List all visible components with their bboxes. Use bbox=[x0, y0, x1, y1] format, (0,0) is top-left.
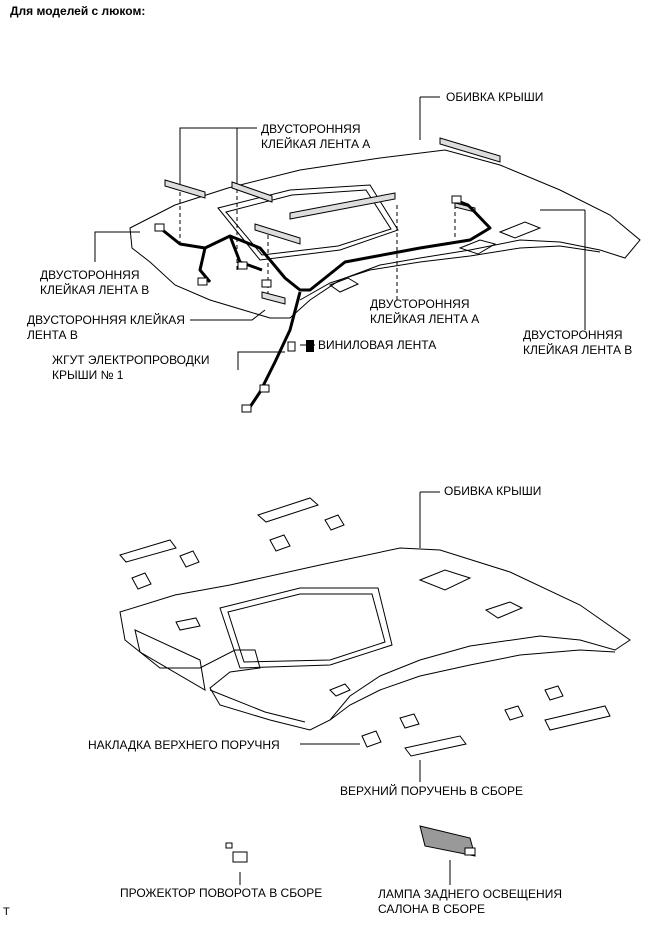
label-line: ЖГУТ ЭЛЕКТРОПРОВОДКИ bbox=[52, 353, 210, 367]
grip-cover-piece bbox=[131, 572, 152, 590]
label-line: КЛЕЙКАЯ ЛЕНТА А bbox=[370, 312, 480, 326]
room-lamp-part bbox=[419, 825, 476, 857]
label-double-tape-b-right: ДВУСТОРОННЯЯ КЛЕЙКАЯ ЛЕНТА В bbox=[523, 328, 632, 358]
label-line: КРЫШИ № 1 bbox=[52, 368, 124, 382]
label-line: КЛЕЙКАЯ ЛЕНТА В bbox=[40, 283, 150, 297]
label-line: ОБИВКА КРЫШИ bbox=[446, 90, 544, 104]
tape-strip-a4 bbox=[254, 223, 301, 245]
headliner-outline-lower bbox=[119, 547, 631, 731]
label-line: НАКЛАДКА ВЕРХНЕГО ПОРУЧНЯ bbox=[88, 738, 280, 752]
vinyl-tape-piece bbox=[306, 340, 314, 352]
tape-strip-top bbox=[439, 137, 501, 163]
label-line: ДВУСТОРОННЯЯ bbox=[261, 122, 361, 136]
label-double-tape-b-left: ДВУСТОРОННЯЯ КЛЕЙКАЯ ЛЕНТА В bbox=[40, 268, 149, 298]
connector bbox=[287, 341, 296, 352]
assist-grip bbox=[119, 539, 177, 563]
label-roof-harness: ЖГУТ ЭЛЕКТРОПРОВОДКИ КРЫШИ № 1 bbox=[52, 353, 209, 383]
grip-cover-piece bbox=[269, 534, 291, 552]
label-line: ДВУСТОРОННЯЯ bbox=[370, 297, 470, 311]
label-double-tape-b-left2: ДВУСТОРОННЯЯ КЛЕЙКАЯ ЛЕНТА В bbox=[27, 313, 185, 343]
label-vinyl-tape: ВИНИЛОВАЯ ЛЕНТА bbox=[318, 338, 436, 353]
label-line: ДВУСТОРОННЯЯ КЛЕЙКАЯ bbox=[27, 313, 185, 327]
grip-cover-piece bbox=[544, 685, 564, 701]
grip-cover-piece bbox=[324, 514, 345, 531]
label-line: ЛЕНТА В bbox=[27, 328, 78, 342]
label-line: ОБИВКА КРЫШИ bbox=[444, 484, 542, 498]
connector bbox=[237, 261, 248, 270]
connector bbox=[261, 279, 272, 288]
label-line: КЛЕЙКАЯ ЛЕНТА В bbox=[523, 343, 633, 357]
spot-lamp-part bbox=[232, 851, 248, 863]
label-roof-trim-lower: ОБИВКА КРЫШИ bbox=[444, 484, 541, 499]
label-line: ВЕРХНИЙ ПОРУЧЕНЬ В СБОРЕ bbox=[340, 784, 524, 798]
roof-harness-drop bbox=[246, 291, 302, 411]
assist-grip bbox=[257, 497, 319, 523]
page-title: Для моделей с люком: bbox=[10, 4, 146, 18]
connector bbox=[154, 223, 165, 232]
label-double-tape-a-mid: ДВУСТОРОННЯЯ КЛЕЙКАЯ ЛЕНТА А bbox=[370, 297, 479, 327]
label-grip-cover: НАКЛАДКА ВЕРХНЕГО ПОРУЧНЯ bbox=[88, 738, 280, 753]
headliner-outline-upper bbox=[129, 149, 641, 319]
label-line: ДВУСТОРОННЯЯ bbox=[40, 268, 140, 282]
label-line: САЛОНА В СБОРЕ bbox=[378, 902, 485, 916]
grip-cover-piece bbox=[504, 705, 524, 721]
label-line: ВИНИЛОВАЯ ЛЕНТА bbox=[318, 338, 437, 352]
connector bbox=[197, 277, 208, 286]
label-line: ПРОЖЕКТОР ПОВОРОТА В СБОРЕ bbox=[120, 886, 323, 900]
tape-strip-a3 bbox=[289, 192, 396, 220]
corner-mark: T bbox=[3, 906, 10, 918]
label-spot-lamp: ПРОЖЕКТОР ПОВОРОТА В СБОРЕ bbox=[120, 886, 322, 901]
connector bbox=[451, 195, 462, 204]
tape-strip-a1 bbox=[164, 179, 206, 199]
connector bbox=[259, 384, 270, 393]
grip-cover-piece bbox=[399, 713, 420, 729]
label-line: ДВУСТОРОННЯЯ bbox=[523, 328, 623, 342]
label-roof-trim-upper: ОБИВКА КРЫШИ bbox=[446, 90, 543, 105]
label-double-tape-a-top: ДВУСТОРОННЯЯ КЛЕЙКАЯ ЛЕНТА А bbox=[261, 122, 370, 152]
label-line: ЛАМПА ЗАДНЕГО ОСВЕЩЕНИЯ bbox=[378, 887, 562, 901]
sunroof-opening-lower bbox=[219, 587, 393, 669]
assist-grip bbox=[404, 735, 467, 757]
label-room-lamp: ЛАМПА ЗАДНЕГО ОСВЕЩЕНИЯ САЛОНА В СБОРЕ bbox=[378, 887, 562, 917]
connector bbox=[241, 404, 252, 413]
sunroof-opening-upper bbox=[217, 184, 399, 261]
tape-strip-b2 bbox=[261, 291, 286, 305]
label-grip-assy: ВЕРХНИЙ ПОРУЧЕНЬ В СБОРЕ bbox=[340, 784, 523, 799]
roof-harness-main bbox=[159, 198, 492, 292]
label-line: КЛЕЙКАЯ ЛЕНТА А bbox=[261, 137, 371, 151]
assist-grip bbox=[544, 705, 611, 731]
grip-cover-piece bbox=[361, 730, 382, 748]
grip-cover-piece bbox=[179, 550, 200, 568]
tape-strip-a2 bbox=[231, 181, 273, 203]
